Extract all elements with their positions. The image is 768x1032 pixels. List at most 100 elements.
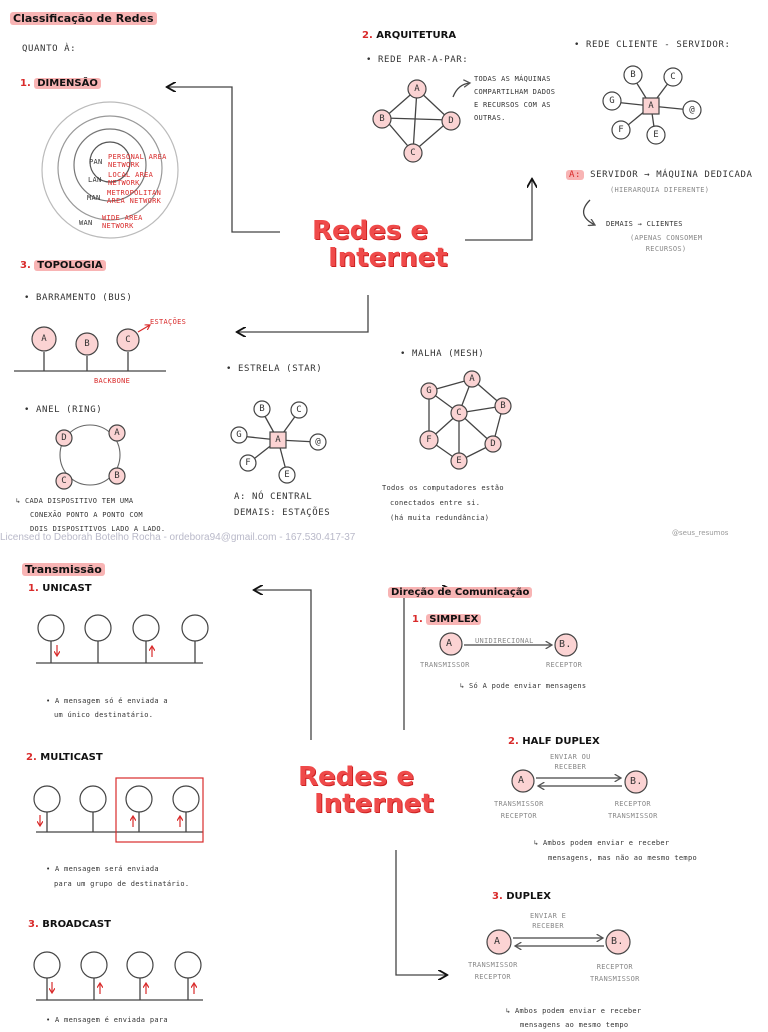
author-signature: @seus_resumos <box>672 529 729 537</box>
svg-text:B: B <box>259 404 264 414</box>
half-label: Half Duplex <box>522 736 600 747</box>
bus-label: • Barramento (Bus) <box>24 293 133 303</box>
star-note: A: nó central Demais: estações <box>234 492 331 518</box>
svg-text:B: B <box>114 471 119 481</box>
demais-line: Demais → clientes <box>606 220 683 228</box>
half-a: A <box>518 775 525 786</box>
client-server-diagram: B C G @ F E A <box>583 65 702 225</box>
ring-lan-abbr: LAN <box>88 176 102 184</box>
star-label: • Estrela (Star) <box>226 364 323 374</box>
broadcast-heading: 3. Broadcast <box>28 919 111 930</box>
bottom-center-line1: Redes e <box>298 762 415 792</box>
multicast-note: • A mensagem será enviada para um grupo … <box>46 865 190 888</box>
svg-text:B: B <box>500 401 505 411</box>
simplex-label: Simplex <box>426 614 482 625</box>
license-watermark: Licensed to Deborah Botelho Rocha - orde… <box>0 532 356 543</box>
simplex-tx: Transmissor <box>420 661 470 669</box>
server-sub: (hierarquia diferente) <box>610 186 710 194</box>
svg-text:F: F <box>245 458 250 468</box>
arquitetura-num: 2. <box>362 30 373 41</box>
topologia-heading: 3. Topologia <box>20 260 106 271</box>
ring-pan-abbr: PAN <box>89 158 103 166</box>
multicast-heading: 2. Multicast <box>26 752 103 763</box>
svg-text:B: B <box>84 339 89 349</box>
unicast-num: 1. <box>28 583 39 594</box>
simplex-diagram <box>439 632 578 657</box>
bottom-center-title: Redes e Internet <box>298 764 434 818</box>
dimensao-label: Dimensão <box>34 78 101 89</box>
svg-text:E: E <box>284 470 289 480</box>
ring-label: • Anel (Ring) <box>24 405 103 415</box>
duplex-arrow-label: enviar e receber <box>530 912 567 930</box>
ring-pan-desc: Personal Area Network <box>108 153 167 169</box>
half-heading: 2. Half Duplex <box>508 736 600 747</box>
arquitetura-heading: 2. Arquitetura <box>362 30 456 41</box>
client-server-label: • Rede Cliente - Servidor: <box>574 40 731 50</box>
ring-note: ↳ Cada dispositivo tem uma conexão ponto… <box>16 497 166 533</box>
broadcast-note: • A mensagem é enviada para <box>46 1016 168 1024</box>
svg-text:F: F <box>426 435 431 445</box>
svg-text:D: D <box>448 116 453 126</box>
half-duplex-diagram <box>511 769 648 794</box>
ring-lan-desc: Local Area Network <box>108 171 154 187</box>
duplex-heading: 3. Duplex <box>492 891 551 902</box>
svg-text:A: A <box>114 428 120 438</box>
duplex-diagram <box>486 929 631 955</box>
svg-text:A: A <box>41 334 47 344</box>
svg-text:A: A <box>275 435 281 445</box>
svg-text:G: G <box>609 96 614 106</box>
svg-text:@: @ <box>315 437 321 447</box>
broadcast-num: 3. <box>28 919 39 930</box>
svg-text:D: D <box>490 439 495 449</box>
server-line: A: Servidor → máquina dedicada <box>566 170 753 180</box>
bus-diagram: A B C <box>14 325 166 372</box>
half-rx: Receptor Transmissor <box>608 800 658 820</box>
top-center-line2: Internet <box>328 243 448 273</box>
broadcast-diagram <box>33 951 203 1001</box>
multicast-num: 2. <box>26 752 37 763</box>
svg-text:G: G <box>236 430 241 440</box>
ring-wan-desc: Wide Area Network <box>102 214 143 230</box>
svg-text:C: C <box>296 405 301 415</box>
ring-man-abbr: MAN <box>87 194 101 202</box>
p2p-diagram: A B D C <box>372 80 470 163</box>
multicast-label: Multicast <box>40 752 103 763</box>
svg-text:C: C <box>410 148 415 158</box>
half-num: 2. <box>508 736 519 747</box>
svg-text:F: F <box>618 125 623 135</box>
duplex-label: Duplex <box>506 891 551 902</box>
backbone-label: Backbone <box>94 377 131 385</box>
simplex-b: B. <box>559 639 572 650</box>
unicast-note: • A mensagem só é enviada a um único des… <box>46 697 168 719</box>
svg-text:B: B <box>630 70 635 80</box>
quanto-label: Quanto à: <box>22 44 77 54</box>
svg-text:C: C <box>456 408 461 418</box>
bottom-title: Transmissão <box>22 563 105 576</box>
half-tx: Transmissor Receptor <box>494 800 544 820</box>
duplex-a: A <box>494 936 501 947</box>
simplex-note: ↳ Só A pode enviar mensagens <box>460 682 587 690</box>
svg-text:C: C <box>125 335 130 345</box>
svg-text:E: E <box>456 456 461 466</box>
dimensao-num: 1. <box>20 78 31 89</box>
half-arrow-label: enviar ou receber <box>550 753 591 771</box>
estacoes-label: estações <box>150 318 187 326</box>
ring-man-desc: Metropolitan Area Network <box>107 189 162 205</box>
server-text: Servidor → máquina dedicada <box>590 170 753 180</box>
top-center-line1: Redes e <box>312 216 429 246</box>
svg-text:A: A <box>414 84 420 94</box>
svg-text:A: A <box>469 374 475 384</box>
half-b: B. <box>630 776 643 787</box>
svg-text:@: @ <box>689 105 695 115</box>
multicast-diagram <box>33 777 204 843</box>
duplex-b: B. <box>611 936 624 947</box>
simplex-num: 1. <box>412 614 423 625</box>
mesh-diagram: G A B C F D E <box>419 370 512 470</box>
duplex-tx: Transmissor Receptor <box>468 961 518 981</box>
direcao-title: Direção de Comunicação <box>388 587 533 598</box>
unicast-heading: 1. Unicast <box>28 583 92 594</box>
simplex-a: A <box>446 638 453 649</box>
simplex-arrow-label: unidirecional <box>475 637 534 645</box>
topologia-num: 3. <box>20 260 31 271</box>
